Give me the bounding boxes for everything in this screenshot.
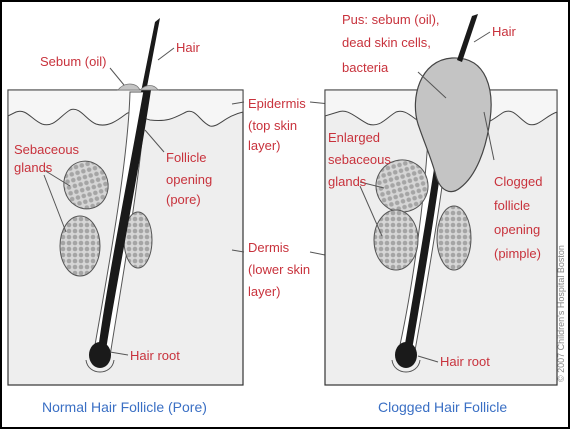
copyright-text: © 2007 Children's Hospital Boston: [556, 245, 566, 382]
right-hair-bulb: [395, 342, 417, 368]
caption-normal-follicle: Normal Hair Follicle (Pore): [42, 399, 207, 415]
label-hair-root-left: Hair root: [130, 348, 180, 363]
right-hair-shaft: [404, 130, 446, 350]
label-clogged-opening: Clogged follicle opening (pimple): [494, 174, 546, 261]
left-hair-shaft: [98, 90, 151, 350]
label-hair-root-right: Hair root: [440, 354, 490, 369]
sebum-drop: [117, 83, 159, 91]
left-gland-upper: [63, 160, 109, 210]
right-gland-right: [436, 205, 472, 271]
label-enlarged-glands: Enlarged sebaceous glands: [328, 130, 395, 189]
right-gland-upper: [375, 159, 429, 213]
right-hair-above-skin: [457, 14, 478, 62]
right-gland-lower: [373, 209, 419, 271]
label-epidermis: Epidermis (top skin layer): [248, 96, 309, 153]
label-follicle-opening: Follicle opening (pore): [166, 150, 216, 207]
normal-follicle-panel: Sebum (oil) Hair Sebaceous glands Follic…: [7, 18, 244, 386]
label-sebaceous: Sebaceous glands: [14, 142, 83, 175]
label-dermis: Dermis (lower skin layer): [248, 240, 314, 299]
pus-bulge: [414, 57, 492, 193]
clogged-follicle-panel: Pus: sebum (oil), dead skin cells, bacte…: [324, 12, 558, 386]
label-pus: Pus: sebum (oil), dead skin cells, bacte…: [342, 12, 443, 75]
label-sebum: Sebum (oil): [40, 54, 106, 69]
layer-labels: Epidermis (top skin layer) Dermis (lower…: [231, 96, 331, 299]
label-hair-left: Hair: [176, 40, 201, 55]
left-hair-bulb: [89, 342, 111, 368]
left-epidermis: [7, 89, 244, 127]
label-hair-right: Hair: [492, 24, 517, 39]
caption-clogged-follicle: Clogged Hair Follicle: [378, 399, 507, 415]
left-hair-above-skin: [141, 18, 160, 92]
left-gland-lower: [59, 215, 101, 277]
